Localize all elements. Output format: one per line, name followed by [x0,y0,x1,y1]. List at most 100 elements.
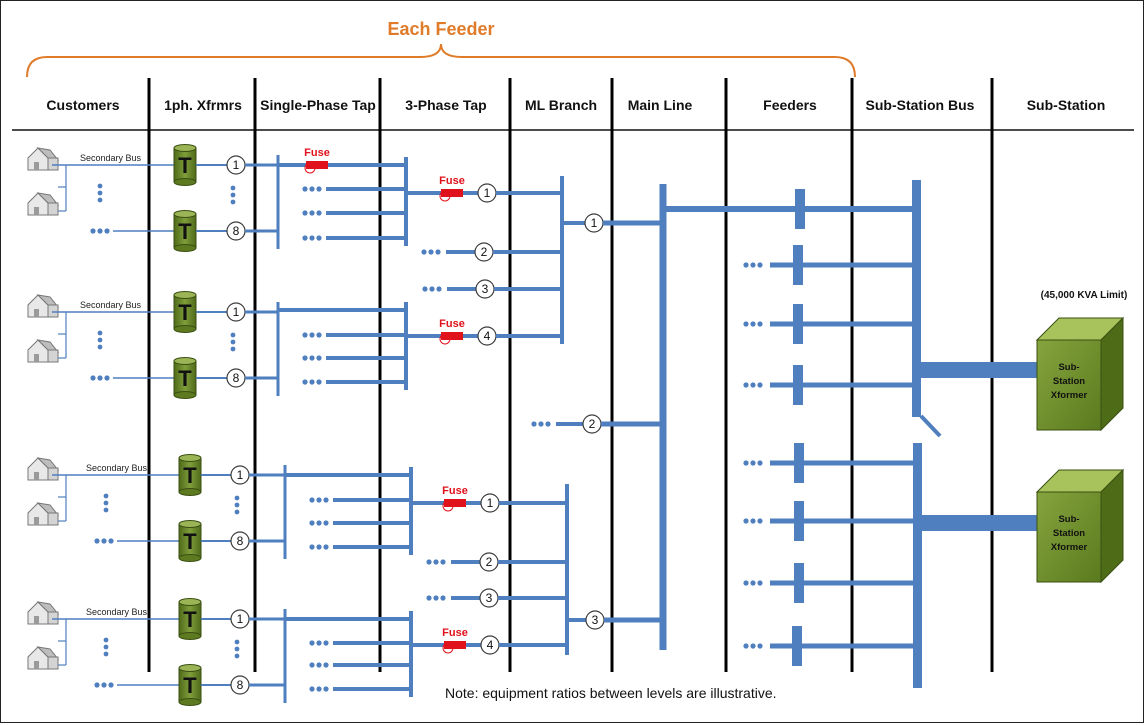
ellipsis-dot [108,682,114,688]
vertical-dot [230,346,236,352]
transformer-icon: T [173,357,197,399]
node-number: 1 [591,216,598,230]
feeder-breaker [794,563,804,603]
house-side [47,202,59,216]
ellipsis-dot [429,286,435,292]
transformer-bottom [173,325,197,333]
vertical-dot [234,509,240,515]
transformer-label: T [183,673,197,698]
transformer-top [173,291,197,299]
vertical-dot [103,493,109,499]
transformer-bottom [173,391,197,399]
ellipsis-dot [440,559,446,565]
ellipsis-dot [302,210,308,216]
ellipsis-dot [757,262,763,268]
ellipsis-dot [309,355,315,361]
node-number: 3 [482,282,489,296]
main-line-system [659,180,1038,688]
vertical-dot [234,646,240,652]
box-front [1036,339,1102,431]
ellipsis-dot [309,497,315,503]
vertical-dot [97,337,103,343]
transformer-label: T [183,463,197,488]
ellipsis-dot [757,518,763,524]
ellipsis-dot [104,228,110,234]
vertical-dot [234,502,240,508]
ellipsis-dot [757,580,763,586]
ellipsis-dot [309,379,315,385]
house-door [34,309,39,317]
fuse-body [441,332,463,340]
ellipsis-dot [750,262,756,268]
node-number: 1 [237,612,244,626]
node-number: 1 [484,186,491,200]
fuse-icon: Fuse [304,147,330,174]
ellipsis-dot [302,379,308,385]
house-icon [27,457,60,481]
ellipsis-dot [531,421,537,427]
vertical-dot [103,644,109,650]
ellipsis-dot [750,580,756,586]
fuse-label: Fuse [439,318,465,330]
transformer-top [173,357,197,365]
fuse-body [444,641,466,649]
xformer-connection [921,362,1037,378]
col-header: 1ph. Xfrmrs [164,97,242,113]
fuse-icon: Fuse [439,175,465,202]
ellipsis-dot [428,249,434,255]
ellipsis-dot [316,235,322,241]
node-number: 3 [592,613,599,627]
ellipsis-dot [309,662,315,668]
feeder-breaker [793,304,803,344]
house-side [47,656,59,670]
substation-xformer-label: Station [1053,528,1085,539]
house-door [34,207,39,215]
fuse-body [441,189,463,197]
house-door [34,472,39,480]
ellipsis-dot [104,375,110,381]
transformer-top [178,454,202,462]
ellipsis-dot [323,544,329,550]
transformer-bottom [173,244,197,252]
ellipsis-dot [309,186,315,192]
ml-branches: 123 [531,176,663,655]
ellipsis-dot [90,228,96,234]
ellipsis-dot [743,382,749,388]
transformer-label: T [178,366,192,391]
secondary-bus-label: Secondary Bus [86,607,148,617]
ellipsis-dot [323,640,329,646]
house-side [47,512,59,526]
house-icon [27,601,60,625]
fuse-body [306,161,328,169]
ellipsis-dot [743,321,749,327]
ellipsis-dot [433,559,439,565]
xformer-connection [922,515,1038,531]
house-side [47,157,59,171]
vertical-dot [103,507,109,513]
transformer-label: T [183,529,197,554]
ellipsis-dot [309,544,315,550]
secondary-bus-label: Secondary Bus [80,300,142,310]
ellipsis-dot [309,332,315,338]
node-number: 2 [481,245,488,259]
node-number: 1 [233,305,240,319]
ellipsis-dot [750,382,756,388]
house-door [34,616,39,624]
transformer-top [178,598,202,606]
ellipsis-dot [743,262,749,268]
house-side [47,304,59,318]
ellipsis-dot [743,460,749,466]
secondary-bus-label: Secondary Bus [86,463,148,473]
limit-label: (45,000 KVA Limit) [1041,290,1128,301]
ellipsis-dot [316,686,322,692]
fuse-icon: Fuse [439,318,465,345]
feeder-breaker [793,245,803,285]
substation-bus-lower [913,443,922,688]
transformer-icon: T [178,664,202,706]
